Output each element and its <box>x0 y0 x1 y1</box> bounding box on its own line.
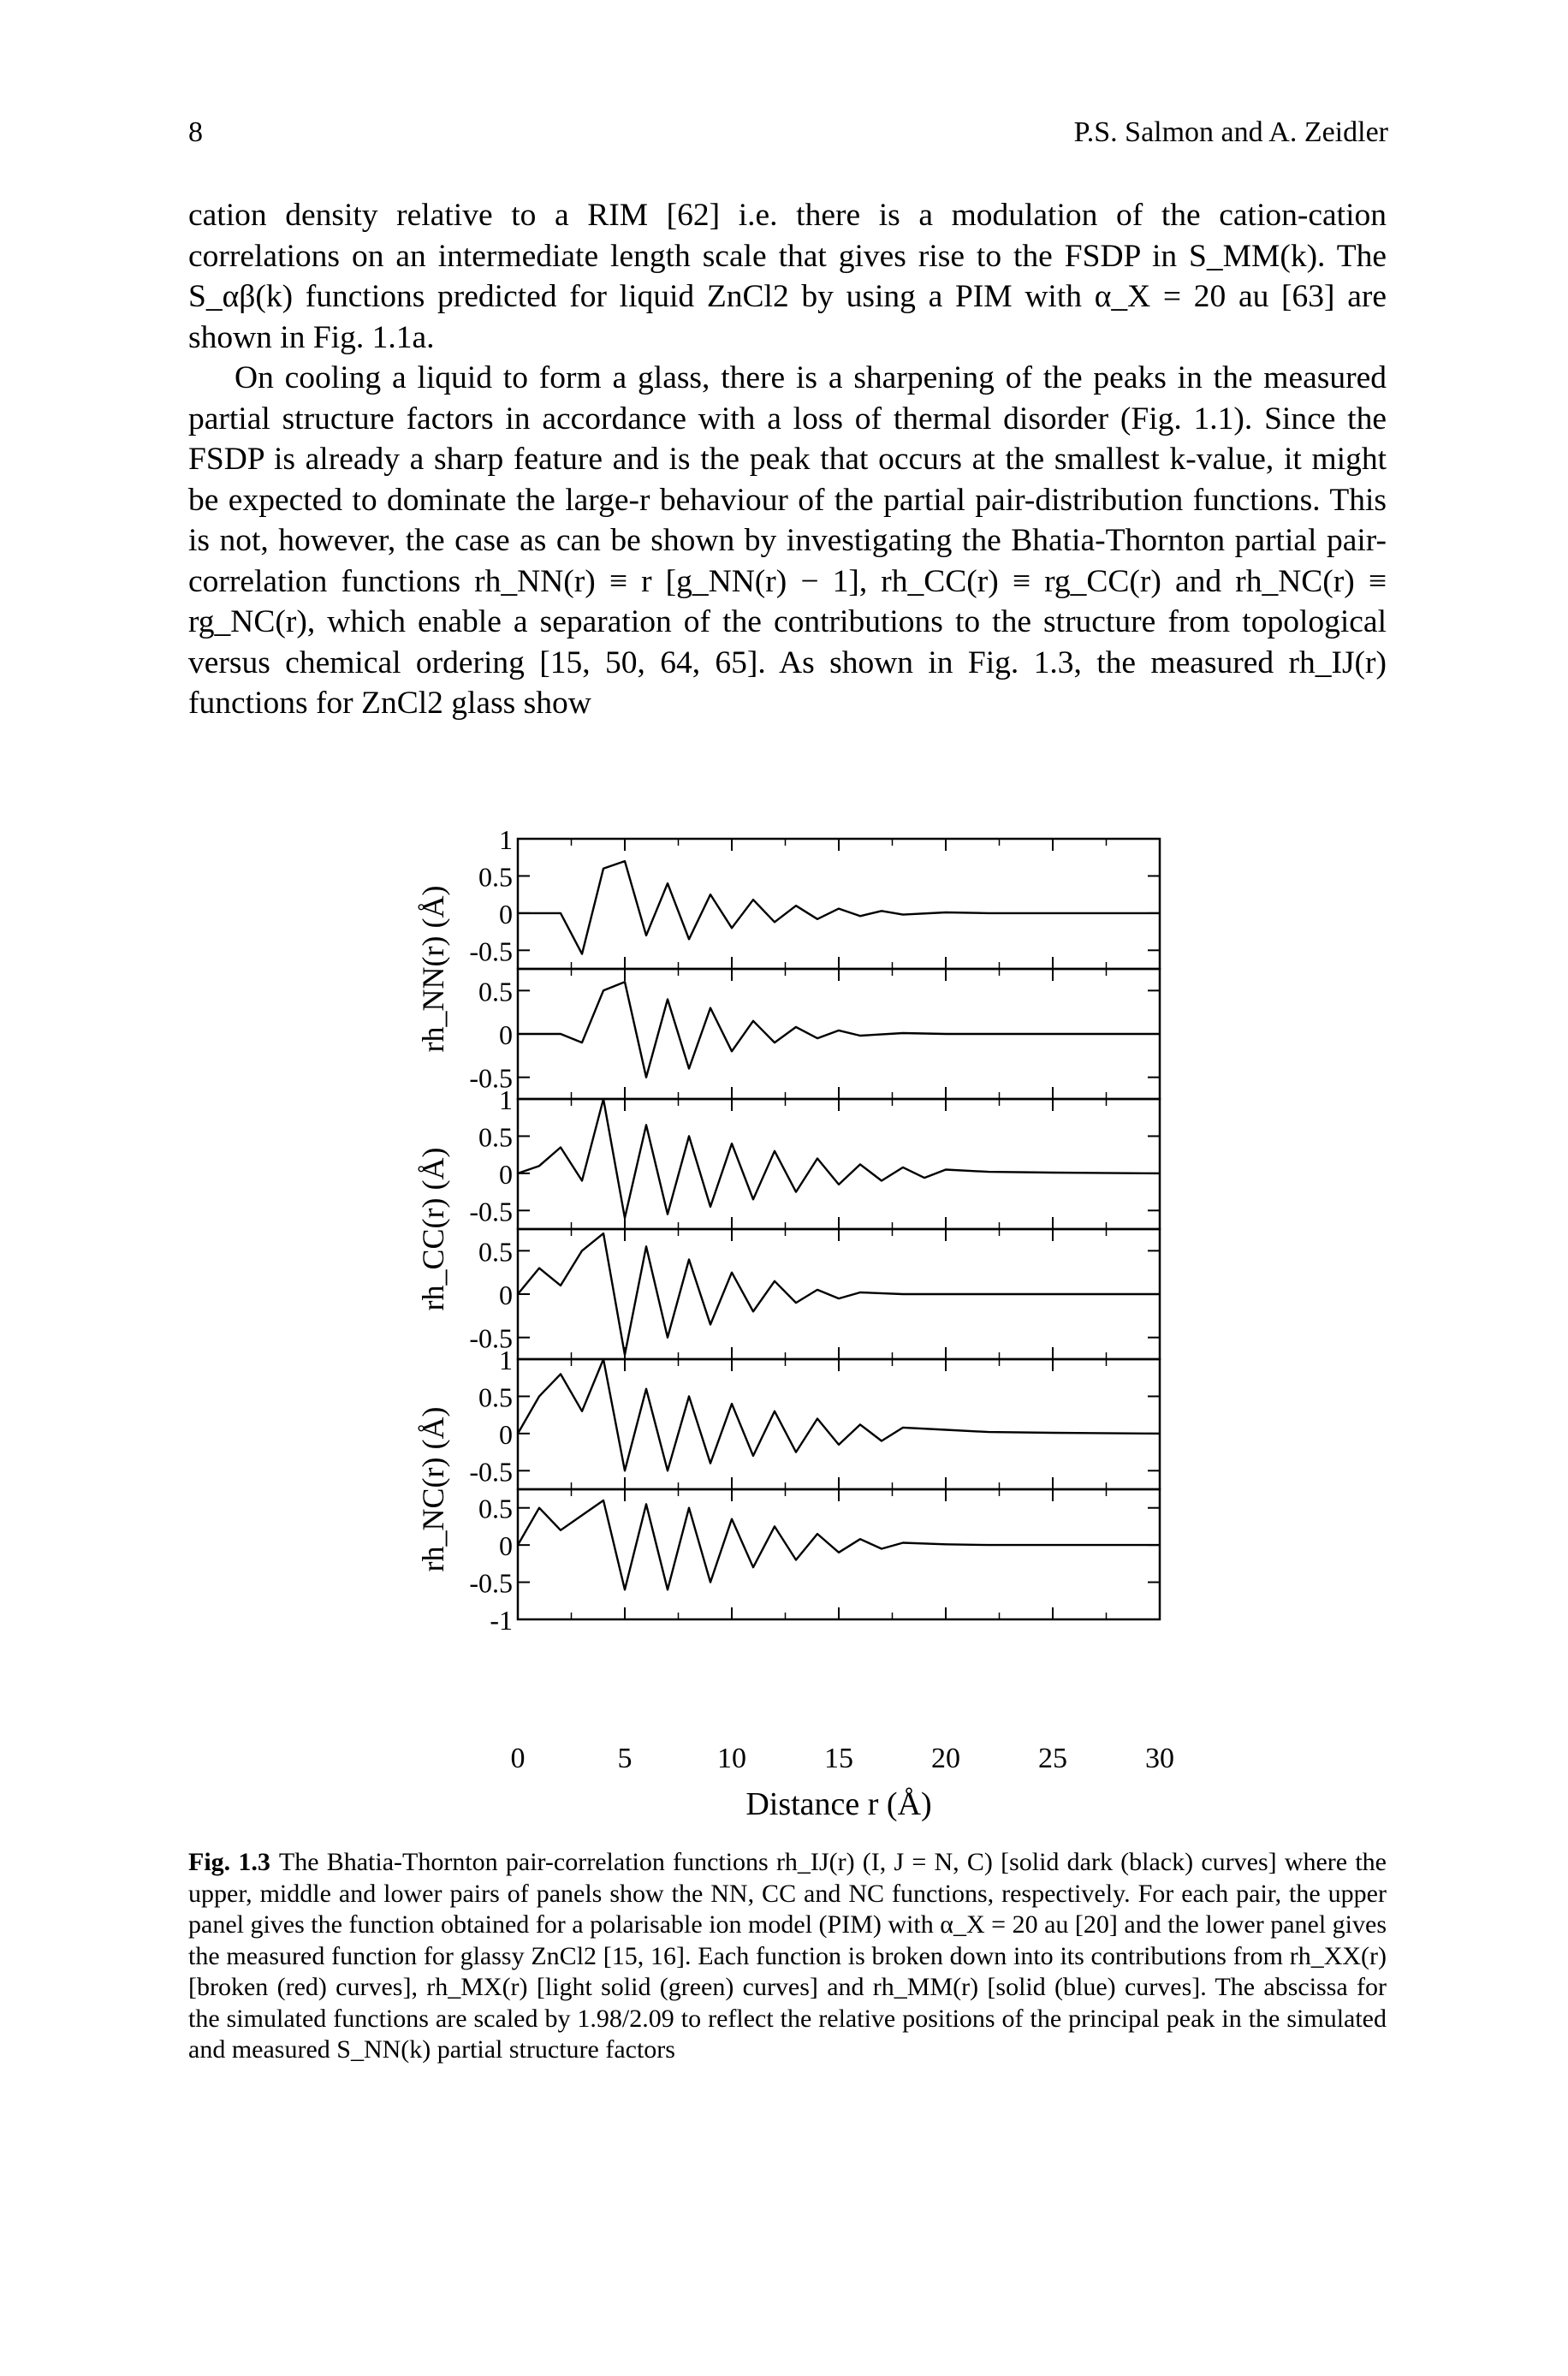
y-tick-label: 0 <box>499 1419 513 1450</box>
x-tick-label: 10 <box>717 1743 746 1774</box>
data-line <box>518 859 1160 955</box>
y-tick-label: 0 <box>499 1530 513 1561</box>
x-tick-label: 20 <box>931 1743 960 1774</box>
data-line <box>518 1232 1160 1357</box>
y-tick-label: -0.5 <box>469 1456 513 1487</box>
y-tick-label: 0.5 <box>478 1494 513 1524</box>
y-axis-label: rh_CC(r) (Å) <box>416 1148 450 1311</box>
data-line <box>518 1099 1160 1220</box>
y-tick-label: 0.5 <box>478 1381 513 1412</box>
y-tick-label: -0.5 <box>469 1323 513 1354</box>
y-tick-label: 0 <box>499 1159 513 1190</box>
panel-frame <box>516 1488 1161 1621</box>
y-tick-label: -1 <box>490 1605 513 1636</box>
y-tick-label: 0 <box>499 899 513 930</box>
figure-chart: 10.50-0.50.50-0.510.50-0.50.50-0.510.50-… <box>416 824 1174 1822</box>
x-tick-label: 5 <box>618 1743 633 1774</box>
y-tick-label: 1 <box>499 1345 513 1375</box>
x-axis-label: Distance r (Å) <box>745 1786 931 1822</box>
x-tick-label: 15 <box>824 1743 853 1774</box>
x-tick-label: 25 <box>1038 1743 1067 1774</box>
y-tick-label: -0.5 <box>469 1196 513 1227</box>
body-text: cation density relative to a RIM [62] i.… <box>188 195 1387 724</box>
caption-label: Fig. 1.3 <box>188 1848 270 1876</box>
data-line <box>518 981 1160 1078</box>
data-line <box>518 1359 1160 1472</box>
x-tick-label: 0 <box>511 1743 526 1774</box>
panel-frame <box>516 837 1161 971</box>
y-axis-label: rh_NN(r) (Å) <box>416 886 450 1053</box>
y-tick-label: 0.5 <box>478 861 513 892</box>
running-header-authors: P.S. Salmon and A. Zeidler <box>1073 116 1388 148</box>
data-line <box>518 1499 1160 1591</box>
y-axis-label: rh_NC(r) (Å) <box>416 1407 450 1572</box>
panel-frame <box>516 1357 1161 1491</box>
x-tick-label: 30 <box>1145 1743 1174 1774</box>
caption-text: The Bhatia-Thornton pair-correlation fun… <box>188 1848 1387 2064</box>
y-tick-label: 1 <box>499 824 513 855</box>
page-number: 8 <box>188 116 203 148</box>
y-tick-label: -0.5 <box>469 1568 513 1599</box>
y-tick-label: -0.5 <box>469 936 513 966</box>
y-tick-label: 0.5 <box>478 1236 513 1267</box>
y-tick-label: 0 <box>499 1280 513 1310</box>
paragraph-1: cation density relative to a RIM [62] i.… <box>188 198 1387 355</box>
y-tick-label: -0.5 <box>469 1063 513 1094</box>
y-tick-label: 1 <box>499 1084 513 1115</box>
y-tick-label: 0 <box>499 1019 513 1050</box>
y-tick-label: 0.5 <box>478 976 513 1007</box>
paragraph-2: On cooling a liquid to form a glass, the… <box>188 360 1387 721</box>
y-tick-label: 0.5 <box>478 1121 513 1152</box>
